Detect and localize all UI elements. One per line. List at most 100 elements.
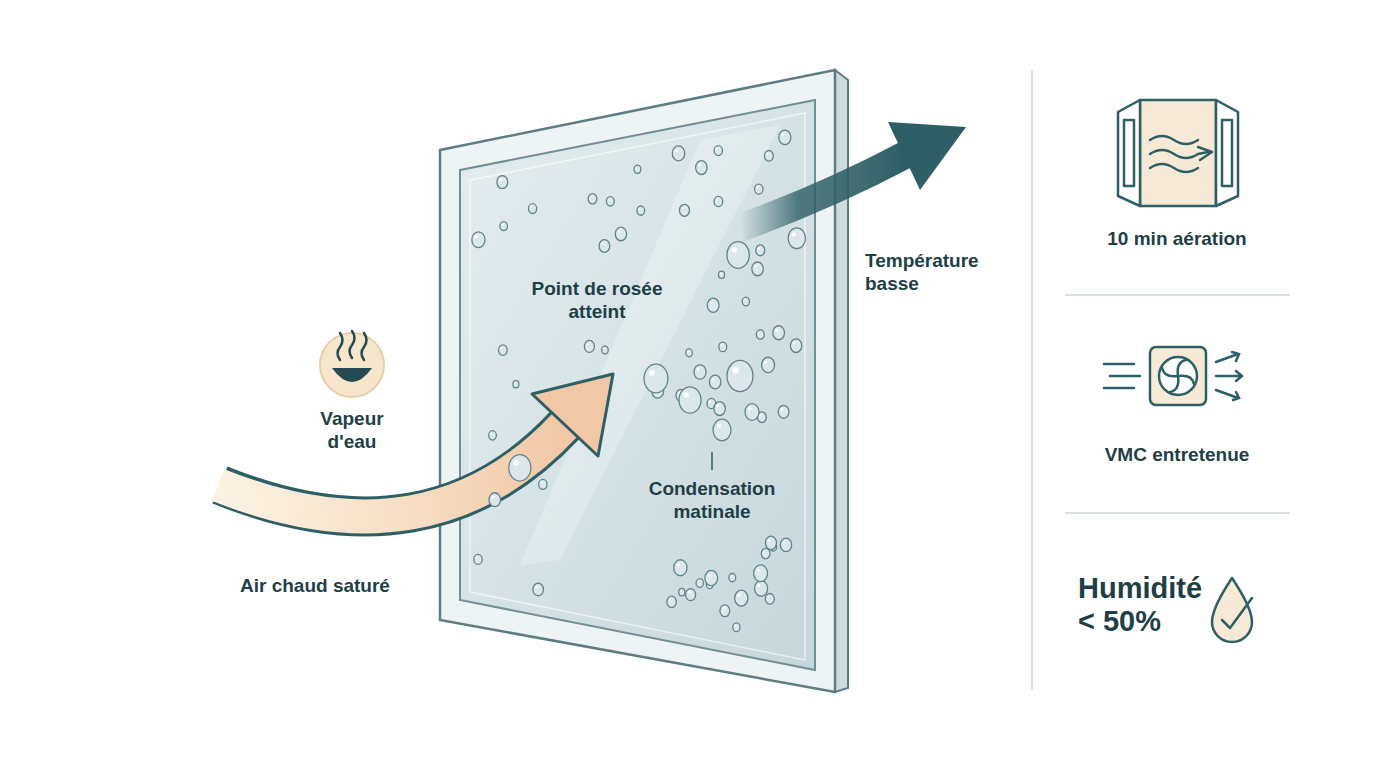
water-drop xyxy=(539,479,547,489)
water-drop xyxy=(686,589,696,601)
water-drop xyxy=(790,339,801,353)
drop-highlight xyxy=(540,482,542,484)
water-drop xyxy=(696,579,703,588)
warm-air-arrow xyxy=(218,374,613,516)
drop-highlight xyxy=(756,186,758,188)
drop-highlight xyxy=(474,235,477,238)
drop-highlight xyxy=(763,551,765,553)
drop-highlight xyxy=(757,584,760,587)
water-drop xyxy=(509,455,531,481)
drop-highlight xyxy=(683,392,689,398)
water-drop xyxy=(727,360,753,391)
drop-highlight xyxy=(720,344,722,346)
drop-highlight xyxy=(780,408,783,411)
drop-highlight xyxy=(737,594,740,597)
water-drop xyxy=(773,326,785,340)
drop-highlight xyxy=(676,563,679,566)
water-drop xyxy=(714,196,723,206)
water-drop xyxy=(761,548,770,558)
drop-highlight xyxy=(500,347,502,349)
water-drop xyxy=(720,605,730,617)
fan-icon xyxy=(1104,347,1242,405)
water-drop xyxy=(765,536,776,549)
output-label: Température basse xyxy=(865,250,1005,296)
drop-highlight xyxy=(491,496,494,499)
drop-highlight xyxy=(744,299,746,301)
drop-highlight xyxy=(608,198,610,200)
water-drop xyxy=(644,364,668,393)
tip-label: Humidité < 50% xyxy=(1078,572,1203,639)
water-drop xyxy=(667,596,676,607)
water-drop xyxy=(714,146,722,156)
drop-highlight xyxy=(603,348,605,350)
drop-highlight xyxy=(698,164,701,167)
drop-highlight xyxy=(766,153,768,155)
water-drop xyxy=(779,130,791,145)
window-icon xyxy=(1118,100,1238,206)
steam-icon xyxy=(320,331,384,397)
water-drop xyxy=(634,165,641,173)
water-drop xyxy=(474,554,482,564)
drop-highlight xyxy=(719,272,721,274)
window-frame xyxy=(440,70,848,692)
drop-highlight xyxy=(688,591,691,594)
water-drop xyxy=(489,431,497,440)
water-drop xyxy=(686,349,693,357)
water-drop xyxy=(602,346,608,354)
drop-highlight xyxy=(669,599,671,601)
drop-highlight xyxy=(635,167,637,169)
water-drop xyxy=(742,297,749,306)
drop-highlight xyxy=(501,223,503,225)
water-drop xyxy=(780,538,791,552)
side-panel xyxy=(1032,70,1290,690)
drop-highlight xyxy=(759,414,761,416)
drop-highlight xyxy=(709,400,711,402)
drop-highlight xyxy=(490,433,492,435)
drop-highlight xyxy=(768,539,771,542)
drop-highlight xyxy=(732,367,739,374)
water-drop xyxy=(637,206,645,215)
leader-line xyxy=(711,452,713,470)
drop-highlight xyxy=(731,247,737,253)
drop-highlight xyxy=(781,133,784,136)
drop-highlight xyxy=(697,580,699,582)
water-drop xyxy=(752,262,763,276)
cold-arrow xyxy=(740,122,966,228)
water-drop xyxy=(679,588,685,595)
drop-highlight xyxy=(734,625,736,627)
drop-highlight xyxy=(758,332,760,334)
water-drop xyxy=(788,228,805,249)
water-drop xyxy=(727,242,749,269)
drop-highlight xyxy=(712,378,715,381)
water-drop xyxy=(778,405,789,418)
water-drop xyxy=(713,419,731,441)
water-drop xyxy=(672,146,684,161)
water-drop xyxy=(756,245,765,256)
drop-highlight xyxy=(680,590,682,592)
drop-highlight xyxy=(793,342,796,345)
water-drop xyxy=(498,345,507,356)
water-drop xyxy=(679,204,689,216)
drop-highlight xyxy=(530,206,532,208)
water-drop xyxy=(755,581,768,597)
drop-highlight xyxy=(696,368,699,371)
water-drop xyxy=(745,404,759,421)
drop-highlight xyxy=(764,360,767,363)
drop-highlight xyxy=(499,178,502,181)
water-drop xyxy=(500,222,508,231)
drop-highlight xyxy=(535,586,538,589)
water-drop xyxy=(694,365,706,379)
drop-highlight xyxy=(716,199,718,201)
water-drop xyxy=(733,623,740,632)
drop-highlight xyxy=(649,370,655,376)
state-label: Point de rosée atteint xyxy=(517,278,677,324)
result-label: Condensation matinale xyxy=(627,478,797,524)
water-drop xyxy=(719,271,725,278)
drop-highlight xyxy=(618,230,621,233)
tip-label: VMC entretenue xyxy=(1105,444,1250,467)
drop-highlight xyxy=(730,575,732,577)
drop-highlight xyxy=(513,460,519,466)
drop-highlight xyxy=(476,556,478,558)
